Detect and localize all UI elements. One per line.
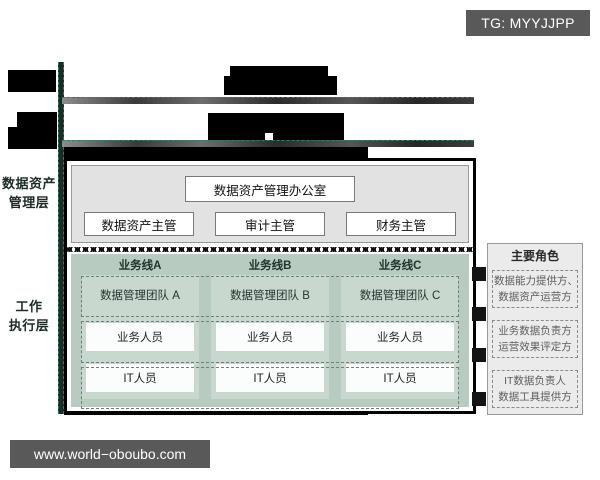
business-line-c-inner: 数据管理团队 C 业务人员 IT人员 [341, 275, 459, 399]
role-line-data-tool-provider: 数据工具提供方 [498, 391, 572, 403]
layer-label-management-line1: 数据资产 [1, 176, 56, 191]
primary-roles-groups: 数据能力提供方、 数据资产运营方 业务数据负责方 运营效果评定方 IT数据负责人… [492, 270, 578, 408]
connector-block-2 [472, 307, 486, 321]
header-rule-bottom [62, 140, 474, 147]
role-line-operation-effect-evaluator: 运营效果评定方 [498, 341, 572, 353]
box-business-staff-c[interactable]: 业务人员 [346, 322, 454, 351]
redaction-block-subtitle-left-lower [8, 127, 57, 149]
box-audit-director[interactable]: 审计主管 [215, 212, 325, 236]
execution-layer-band: 业务线A 数据管理团队 A 业务人员 IT人员 业务线B 数据管理团队 B 业务… [71, 254, 469, 409]
tg-badge: TG: MYYJJPP [466, 10, 590, 36]
management-layer-band: 数据资产管理办公室 数据资产主管 审计主管 财务主管 [71, 165, 469, 243]
header-rule-top [62, 97, 474, 104]
business-line-a-title: 业务线A [118, 260, 162, 272]
role-line-it-data-owner: IT数据负责人 [504, 375, 566, 387]
site-watermark: www.world−oboubo.com [10, 440, 210, 468]
box-data-asset-management-office[interactable]: 数据资产管理办公室 [185, 176, 355, 202]
business-line-c-title: 业务线C [378, 260, 422, 272]
roles-group-3: IT数据负责人 数据工具提供方 [492, 370, 578, 408]
box-data-asset-director[interactable]: 数据资产主管 [84, 212, 194, 236]
primary-roles-title: 主要角色 [510, 249, 559, 263]
business-line-column-a: 业务线A 数据管理团队 A 业务人员 IT人员 [81, 258, 199, 399]
role-line-data-asset-operator: 数据资产运营方 [498, 291, 572, 303]
redaction-block-subtitle-center-tail [208, 133, 265, 143]
box-it-staff-b[interactable]: IT人员 [216, 364, 324, 392]
layer-label-management: 数据资产 管理层 [0, 175, 58, 213]
business-line-column-b: 业务线B 数据管理团队 B 业务人员 IT人员 [211, 258, 329, 399]
business-line-column-c: 业务线C 数据管理团队 C 业务人员 IT人员 [341, 258, 459, 399]
box-it-staff-a[interactable]: IT人员 [86, 364, 194, 392]
role-line-data-capability-provider: 数据能力提供方、 [494, 275, 578, 287]
chart-spine [58, 62, 64, 414]
role-line-business-data-owner: 业务数据负责方 [498, 325, 572, 337]
management-chip-row: 数据资产主管 审计主管 财务主管 [84, 212, 456, 236]
redaction-block-title-left [8, 70, 56, 92]
box-data-management-team-c[interactable]: 数据管理团队 C [359, 290, 441, 302]
layer-label-management-line2: 管理层 [8, 194, 50, 210]
box-business-staff-b[interactable]: 业务人员 [216, 322, 324, 351]
box-data-management-team-a[interactable]: 数据管理团队 A [100, 290, 180, 302]
org-chart-frame: 数据资产管理办公室 数据资产主管 审计主管 财务主管 业务线A 数据管理团队 A… [64, 158, 476, 414]
business-line-a-inner: 数据管理团队 A 业务人员 IT人员 [81, 275, 199, 399]
redaction-block-subtitle-center-tail2 [273, 133, 344, 143]
redaction-block-subtitle-center [208, 113, 344, 133]
business-line-columns: 业务线A 数据管理团队 A 业务人员 IT人员 业务线B 数据管理团队 B 业务… [81, 258, 459, 399]
box-data-management-team-b[interactable]: 数据管理团队 B [230, 290, 310, 302]
roles-group-1: 数据能力提供方、 数据资产运营方 [492, 270, 578, 308]
business-line-b-inner: 数据管理团队 B 业务人员 IT人员 [211, 275, 329, 399]
redaction-block-subtitle-left-upper [17, 112, 57, 129]
connector-block-3 [472, 348, 486, 362]
box-finance-director[interactable]: 财务主管 [346, 212, 456, 236]
layer-label-execution-line1: 工作 [15, 299, 43, 314]
box-business-staff-a[interactable]: 业务人员 [86, 322, 194, 351]
layer-label-execution-line2: 执行层 [8, 317, 50, 333]
business-line-b-title: 业务线B [248, 260, 292, 272]
layer-label-execution: 工作 执行层 [0, 298, 58, 336]
connector-block-4 [472, 392, 486, 406]
primary-roles-panel: 主要角色 数据能力提供方、 数据资产运营方 业务数据负责方 运营效果评定方 IT… [487, 243, 583, 415]
roles-group-2: 业务数据负责方 运营效果评定方 [492, 320, 578, 358]
connector-block-1 [472, 267, 486, 281]
redaction-block-title-center-lower [224, 76, 337, 95]
layer-separator [67, 247, 473, 252]
box-it-staff-c[interactable]: IT人员 [346, 364, 454, 392]
